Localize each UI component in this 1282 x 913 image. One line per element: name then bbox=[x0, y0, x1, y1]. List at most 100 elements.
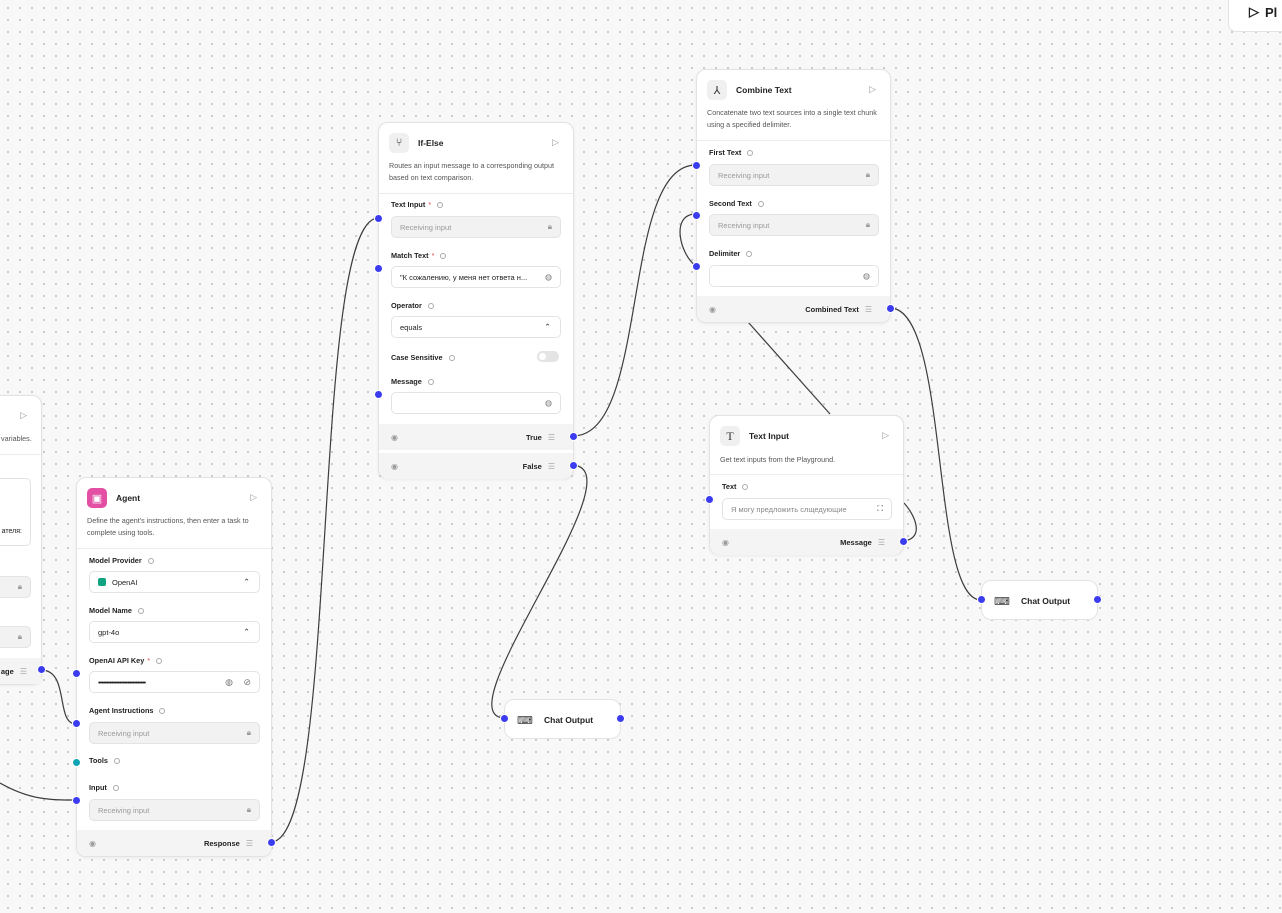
info-icon bbox=[742, 483, 749, 490]
ifelse-text-input-handle[interactable] bbox=[374, 214, 383, 223]
info-icon bbox=[137, 607, 144, 614]
operator-select[interactable]: equals ⌃ bbox=[391, 316, 561, 338]
combine-first-text-handle[interactable] bbox=[692, 161, 701, 170]
node-title: Text Input bbox=[749, 431, 789, 441]
message-input[interactable]: ◍ bbox=[391, 392, 561, 414]
node-header: ⑂ If-Else bbox=[389, 133, 444, 153]
chat-output-1-input-handle[interactable] bbox=[500, 714, 509, 723]
instructions-value: Receiving input bbox=[98, 728, 150, 738]
instructions-field[interactable]: Receiving input 🔒︎ bbox=[89, 722, 260, 744]
lock-icon: 🔒︎ bbox=[547, 222, 552, 231]
agent-response-handle[interactable] bbox=[267, 838, 276, 847]
text-field[interactable]: Я могу предложить слщедующие ⛶ bbox=[722, 498, 892, 520]
label-text: Text bbox=[722, 482, 737, 491]
delimiter-input[interactable]: ◍ bbox=[709, 265, 879, 287]
required-mark: * bbox=[428, 200, 432, 209]
ifelse-match-text-handle[interactable] bbox=[374, 264, 383, 273]
run-icon[interactable]: ▷ bbox=[552, 137, 559, 147]
text-input-text-handle[interactable] bbox=[705, 495, 714, 504]
info-icon bbox=[747, 149, 754, 156]
ifelse-message-handle[interactable] bbox=[374, 390, 383, 399]
agent-node[interactable]: ▣ Agent ▷ Define the agent's instruction… bbox=[76, 477, 272, 857]
model-name-select[interactable]: gpt-4o ⌃ bbox=[89, 621, 260, 643]
run-icon[interactable]: ▷ bbox=[20, 410, 27, 420]
run-icon[interactable]: ▷ bbox=[869, 84, 876, 94]
divider bbox=[77, 548, 271, 549]
chat-output-2-output-handle[interactable] bbox=[1093, 595, 1102, 604]
chat-output-node-1[interactable]: ⌨ Chat Output bbox=[504, 699, 621, 739]
globe-icon[interactable]: ◍ bbox=[545, 398, 552, 408]
node-header: T Text Input bbox=[720, 426, 789, 446]
match-text-label: Match Text* bbox=[391, 251, 447, 260]
text-input-output-handle[interactable] bbox=[899, 537, 908, 546]
agent-input-handle[interactable] bbox=[72, 796, 81, 805]
globe-icon[interactable]: ◍ bbox=[225, 676, 233, 687]
label-text: First Text bbox=[709, 148, 742, 157]
variable-field-2[interactable]: 🔒︎ bbox=[0, 626, 31, 648]
case-sensitive-label: Case Sensitive bbox=[391, 353, 455, 362]
match-text-input[interactable]: "К сожалению, у меня нет ответа н... ◍ bbox=[391, 266, 561, 288]
agent-api-key-handle[interactable] bbox=[72, 669, 81, 678]
eye-icon[interactable]: ◉ bbox=[391, 461, 398, 471]
eye-icon[interactable]: ◉ bbox=[391, 432, 398, 442]
chat-output-node-2[interactable]: ⌨ Chat Output bbox=[981, 580, 1098, 620]
output-label: Message bbox=[840, 537, 872, 547]
model-provider-label: Model Provider bbox=[89, 556, 154, 565]
chat-output-1-output-handle[interactable] bbox=[616, 714, 625, 723]
ifelse-true-handle[interactable] bbox=[569, 432, 578, 441]
if-else-node[interactable]: ⑂ If-Else ▷ Routes an input message to a… bbox=[378, 122, 574, 479]
node-output-bar: ◉ Message ☰ bbox=[710, 529, 903, 555]
globe-icon[interactable]: ◍ bbox=[863, 271, 870, 281]
node-description: Get text inputs from the Playground. bbox=[720, 455, 836, 464]
ifelse-false-handle[interactable] bbox=[569, 461, 578, 470]
case-sensitive-toggle[interactable] bbox=[537, 351, 559, 362]
eye-icon[interactable]: ◉ bbox=[709, 304, 716, 314]
divider bbox=[710, 474, 903, 475]
combine-text-node[interactable]: ⅄ Combine Text ▷ Concatenate two text so… bbox=[696, 69, 891, 323]
info-icon bbox=[427, 302, 434, 309]
node-title: If-Else bbox=[418, 138, 444, 148]
partial-prompt-node[interactable]: ▷ variables. ателя: 🔒︎ 🔒︎ age ☰ bbox=[0, 395, 42, 685]
agent-instructions-handle[interactable] bbox=[72, 719, 81, 728]
node-description-tail: variables. bbox=[1, 434, 32, 443]
partial-node-output-handle[interactable] bbox=[37, 665, 46, 674]
first-text-field[interactable]: Receiving input 🔒︎ bbox=[709, 164, 879, 186]
match-text-value: "К сожалению, у меня нет ответа н... bbox=[400, 272, 528, 282]
chat-output-2-input-handle[interactable] bbox=[977, 595, 986, 604]
combine-delimiter-handle[interactable] bbox=[692, 262, 701, 271]
run-icon[interactable]: ▷ bbox=[882, 430, 889, 440]
combine-output-handle[interactable] bbox=[886, 304, 895, 313]
text-input-node[interactable]: T Text Input ▷ Get text inputs from the … bbox=[709, 415, 904, 555]
label-text: Text Input bbox=[391, 200, 426, 209]
text-input-field[interactable]: Receiving input 🔒︎ bbox=[391, 216, 561, 238]
globe-icon[interactable]: ◍ bbox=[545, 272, 552, 282]
model-provider-value: OpenAI bbox=[112, 577, 138, 587]
edge-agent-response-to-ifelse-text bbox=[270, 217, 379, 843]
playground-button[interactable]: ▷ Pl bbox=[1228, 0, 1282, 32]
model-provider-select[interactable]: OpenAI ⌃ bbox=[89, 571, 260, 593]
second-text-field[interactable]: Receiving input 🔒︎ bbox=[709, 214, 879, 236]
variable-field-1[interactable]: 🔒︎ bbox=[0, 576, 31, 598]
agent-tools-handle[interactable] bbox=[72, 758, 81, 767]
eye-off-icon[interactable]: ⊘ bbox=[243, 676, 251, 687]
info-icon bbox=[427, 378, 434, 385]
list-icon: ☰ bbox=[19, 666, 27, 676]
info-icon bbox=[159, 707, 166, 714]
info-icon bbox=[112, 784, 119, 791]
template-field[interactable]: ателя: bbox=[0, 478, 31, 546]
input-field[interactable]: Receiving input 🔒︎ bbox=[89, 799, 260, 821]
expand-icon[interactable]: ⛶ bbox=[877, 504, 883, 514]
eye-icon[interactable]: ◉ bbox=[89, 838, 96, 848]
node-header: ⅄ Combine Text bbox=[707, 80, 792, 100]
api-key-input[interactable]: ••••••••••••••••••••••••••••• ◍ ⊘ bbox=[89, 671, 260, 693]
edge-left-to-agent-input bbox=[0, 782, 77, 801]
run-icon[interactable]: ▷ bbox=[250, 492, 257, 502]
combine-second-text-handle[interactable] bbox=[692, 211, 701, 220]
edge-ifelse-false-to-chat-output bbox=[491, 464, 588, 719]
eye-icon[interactable]: ◉ bbox=[722, 537, 729, 547]
template-text-tail: ателя: bbox=[1, 528, 22, 535]
message-label: Message bbox=[391, 377, 434, 386]
output-label-tail: age bbox=[0, 666, 14, 676]
chevron-updown-icon: ⌃ bbox=[243, 577, 250, 587]
required-mark: * bbox=[147, 656, 151, 665]
